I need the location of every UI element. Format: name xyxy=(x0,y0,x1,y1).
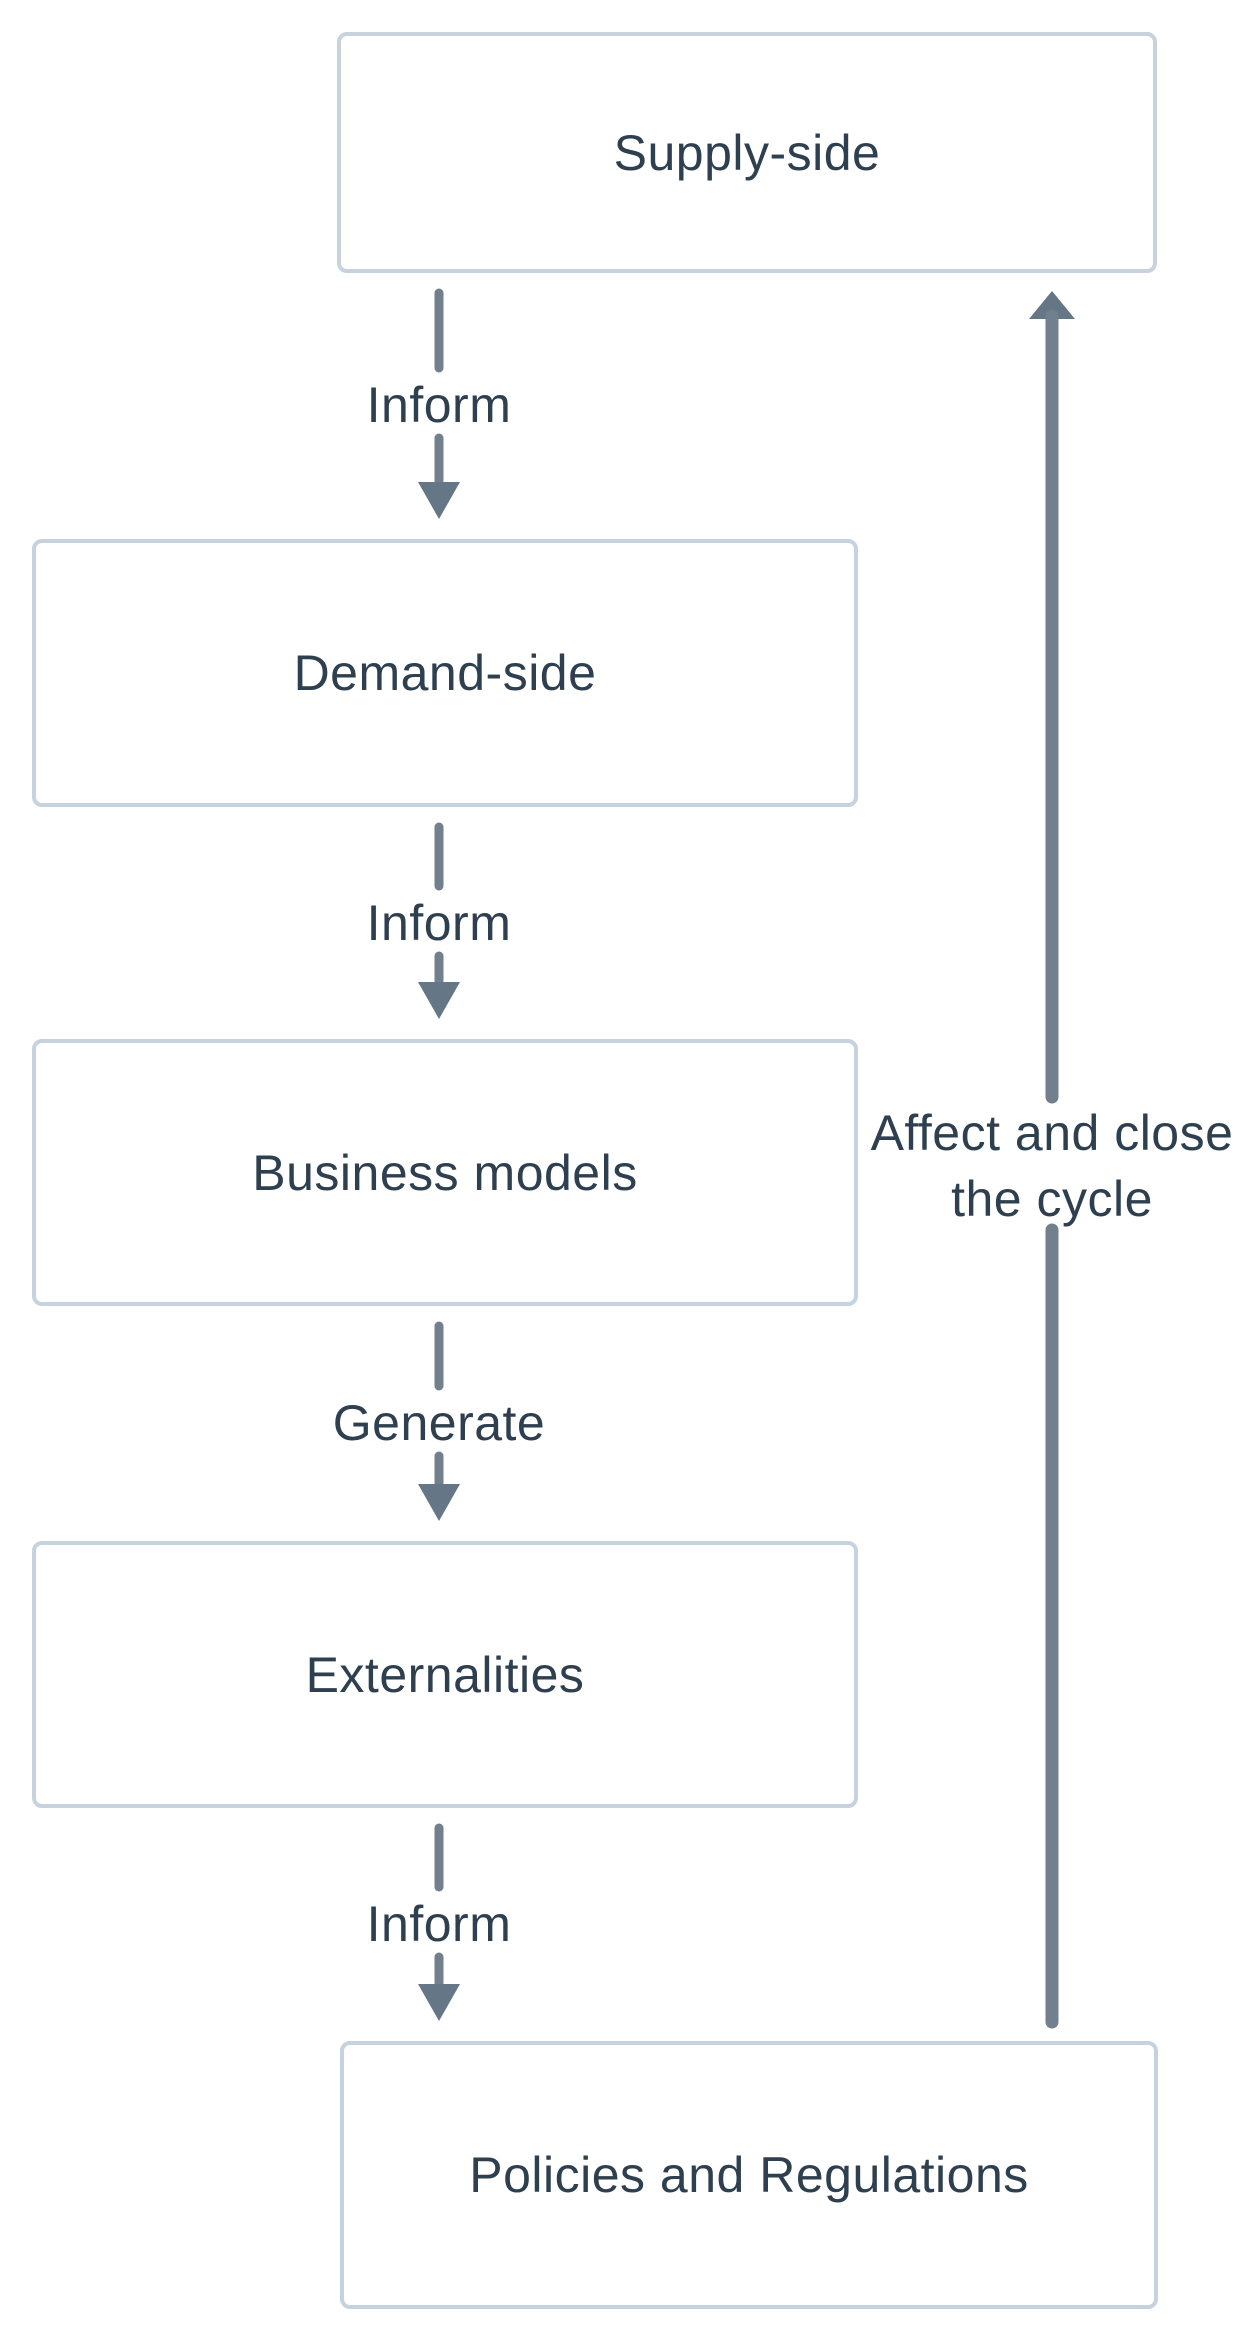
down-arrowhead-icon xyxy=(418,482,460,519)
node-supply-side: Supply-side xyxy=(337,32,1157,273)
edge-label-generate: Generate xyxy=(332,1395,546,1451)
edge-label-inform-1: Inform xyxy=(366,377,512,433)
up-arrowhead-icon xyxy=(1029,291,1075,319)
down-arrowhead-icon xyxy=(418,1484,460,1521)
edge-label-inform-2: Inform xyxy=(366,895,512,951)
node-business-models-label: Business models xyxy=(252,1144,638,1201)
node-demand-side: Demand-side xyxy=(32,539,858,807)
node-demand-side-label: Demand-side xyxy=(293,645,597,701)
node-externalities: Externalities xyxy=(32,1541,858,1808)
edge-label-inform-3: Inform xyxy=(366,1896,512,1952)
node-supply-side-label: Supply-side xyxy=(613,124,881,181)
edge-label-affect-close-cycle: Affect and close the cycle xyxy=(870,1105,1234,1227)
node-business-models: Business models xyxy=(32,1039,858,1306)
node-externalities-label: Externalities xyxy=(305,1646,585,1703)
node-policies-regulations-label: Policies and Regulations xyxy=(469,2147,1029,2203)
node-policies-regulations: Policies and Regulations xyxy=(340,2041,1158,2309)
down-arrowhead-icon xyxy=(418,982,460,1019)
down-arrowhead-icon xyxy=(418,1984,460,2021)
